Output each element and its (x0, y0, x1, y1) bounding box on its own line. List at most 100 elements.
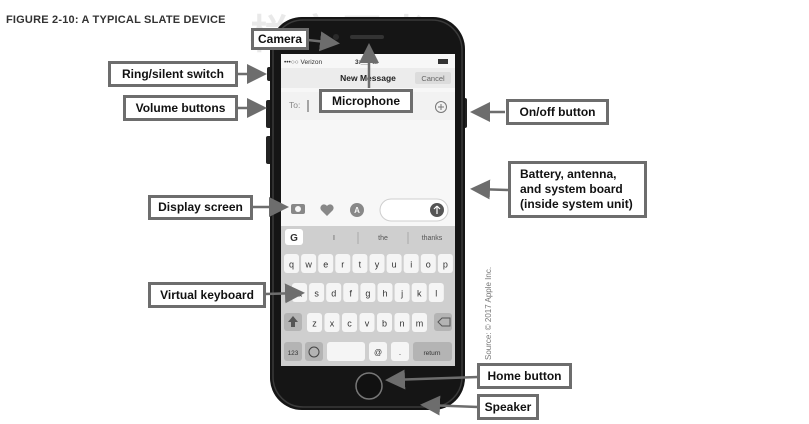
callout-camera: Camera (251, 28, 309, 50)
key-label-j: j (400, 289, 403, 299)
key-label-u: u (392, 260, 397, 270)
key-label-d: d (331, 289, 336, 299)
key-label-k: k (417, 289, 422, 299)
speaker-arrow (420, 395, 479, 416)
key-label-o: o (426, 260, 431, 270)
key-label-e: e (323, 260, 328, 270)
key-label-n: n (399, 319, 404, 329)
key-label-g: g (365, 289, 370, 299)
suggestion-2: the (378, 235, 388, 242)
callout-ring-switch: Ring/silent switch (108, 61, 238, 87)
key-v (359, 313, 375, 332)
key-label-t: t (359, 260, 362, 270)
callout-keyboard: Virtual keyboard (148, 282, 266, 308)
battery-icon (438, 59, 448, 64)
key-label-q: q (289, 260, 294, 270)
svg-text:G: G (290, 233, 298, 244)
message-input (379, 198, 449, 222)
source-credit: Source: © 2017 Apple Inc. (484, 266, 493, 360)
callout-display: Display screen (148, 195, 253, 220)
key-123: 123 (288, 350, 299, 357)
key-label-v: v (365, 319, 370, 329)
key-b (377, 313, 392, 332)
key-g (360, 283, 376, 302)
key-label-f: f (350, 289, 353, 299)
callout-microphone: Microphone (319, 89, 413, 113)
key-o (420, 254, 436, 273)
key-c (342, 313, 357, 332)
appstore-icon (350, 203, 364, 217)
key-label-l: l (435, 289, 437, 299)
key-label-y: y (375, 260, 380, 270)
key-label-h: h (382, 289, 387, 299)
key-m (412, 313, 427, 332)
key-f (343, 283, 359, 302)
key-l (428, 283, 444, 302)
key-at: @ (374, 348, 382, 357)
camera-app-icon (291, 204, 305, 214)
callout-speaker: Speaker (477, 394, 539, 420)
key-label-z: z (312, 319, 317, 329)
key-label-s: s (314, 289, 319, 299)
home-arrow (385, 369, 479, 390)
key-u (386, 254, 402, 273)
key-label-x: x (330, 319, 335, 329)
earpiece (350, 35, 384, 39)
cancel-button: Cancel (421, 74, 445, 83)
front-camera (333, 34, 339, 40)
battery-line-1: Battery, antenna, (520, 167, 617, 181)
key-p (437, 254, 453, 273)
status-carrier: •••○○ Verizon (284, 59, 323, 66)
key-j (394, 283, 410, 302)
key-d (326, 283, 342, 302)
key-n (394, 313, 410, 332)
delete-key (434, 313, 452, 331)
callout-onoff: On/off button (506, 99, 609, 125)
key-y (369, 254, 385, 273)
add-contact-icon (435, 101, 447, 113)
key-r (335, 254, 351, 273)
key-dot: . (399, 348, 401, 357)
globe-icon (308, 346, 320, 358)
callout-volume: Volume buttons (123, 95, 238, 121)
svg-text:A: A (354, 206, 360, 215)
camera-arrow (307, 31, 340, 52)
key-e (318, 254, 334, 273)
key-h (377, 283, 393, 302)
callout-battery: Battery, antenna, and system board (insi… (508, 161, 647, 218)
status-time: 3:__PM (355, 59, 378, 66)
key-q (284, 254, 299, 273)
key-label-p: p (443, 260, 448, 270)
battery-line-3: (inside system unit) (520, 197, 633, 211)
key-label-i: i (410, 260, 412, 270)
figure-title: FIGURE 2-10: A TYPICAL SLATE DEVICE (6, 14, 226, 26)
google-g-icon (285, 229, 303, 245)
key-z (307, 313, 322, 332)
key-label-b: b (382, 319, 387, 329)
key-label-r: r (341, 260, 344, 270)
key-w (301, 254, 317, 273)
key-label-c: c (347, 319, 352, 329)
key-label-w: w (304, 260, 312, 270)
space-key (327, 342, 365, 361)
key-x (324, 313, 340, 332)
keyboard-arrow (264, 283, 305, 304)
battery-arrow (470, 179, 509, 200)
home-button (355, 372, 383, 400)
callout-home: Home button (477, 363, 572, 389)
suggestion-1: I (333, 235, 335, 242)
battery-line-2: and system board (520, 182, 623, 196)
suggestion-3: thanks (422, 235, 443, 242)
key-t (352, 254, 368, 273)
to-label: To: (289, 100, 300, 110)
key-s (309, 283, 325, 302)
key-i (403, 254, 419, 273)
key-label-m: m (416, 319, 424, 329)
key-return: return (424, 350, 441, 357)
key-k (411, 283, 427, 302)
heart-icon (320, 204, 334, 216)
